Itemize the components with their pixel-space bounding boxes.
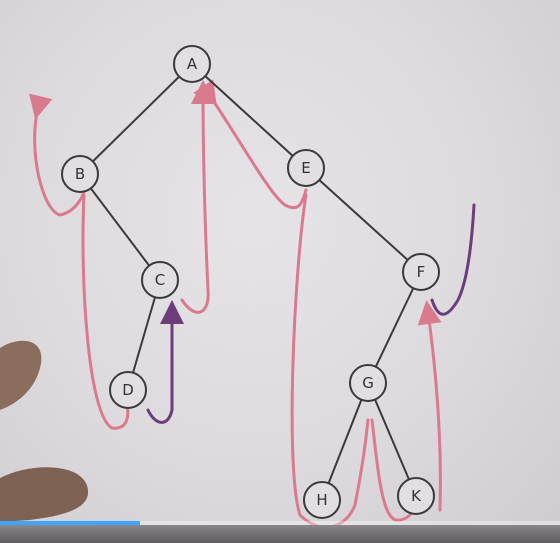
tree-node-b: B <box>61 155 99 193</box>
node-label: D <box>122 381 134 399</box>
node-label: K <box>411 487 422 505</box>
traversal-stroke <box>417 300 442 512</box>
tree-node-g: G <box>349 364 387 402</box>
tree-node-c: C <box>141 261 179 299</box>
tree-node-a: A <box>173 45 211 83</box>
node-label: A <box>187 55 198 73</box>
tree-edges <box>79 63 422 501</box>
tree-node-h: H <box>303 481 341 519</box>
node-label: B <box>75 165 85 183</box>
traversal-stroke <box>29 93 86 217</box>
node-label: G <box>362 374 374 392</box>
hand-finger <box>0 340 42 410</box>
edge-g-k <box>367 382 417 497</box>
node-label: H <box>316 491 327 509</box>
video-progress-fill <box>0 521 140 525</box>
node-label: C <box>155 271 165 289</box>
traversal-stroke <box>290 193 370 529</box>
tree-node-e: E <box>287 149 325 187</box>
edge-f-g <box>367 271 422 384</box>
edge-a-e <box>191 63 307 169</box>
traversal-stroke <box>146 300 184 424</box>
tree-node-f: F <box>402 253 440 291</box>
hand-finger <box>0 467 89 522</box>
video-progress-bar[interactable] <box>0 521 560 525</box>
edge-a-b <box>79 63 193 175</box>
edge-g-h <box>321 382 369 501</box>
edge-c-d <box>127 279 161 391</box>
traversal-stroke <box>193 79 308 210</box>
node-label: E <box>301 159 310 177</box>
traversal-stroke <box>81 193 130 430</box>
tree-node-d: D <box>109 371 147 409</box>
traversal-annotations <box>29 79 476 529</box>
tree-nodes: A B E C D F G <box>61 45 440 519</box>
player-control-bar <box>0 525 560 543</box>
edge-e-f <box>305 167 422 273</box>
tree-node-k: K <box>397 477 435 515</box>
node-label: F <box>417 263 426 281</box>
traversal-stroke <box>180 80 216 314</box>
traversal-stroke <box>430 203 476 316</box>
edge-b-c <box>79 173 161 281</box>
presenter-hand <box>0 340 89 522</box>
